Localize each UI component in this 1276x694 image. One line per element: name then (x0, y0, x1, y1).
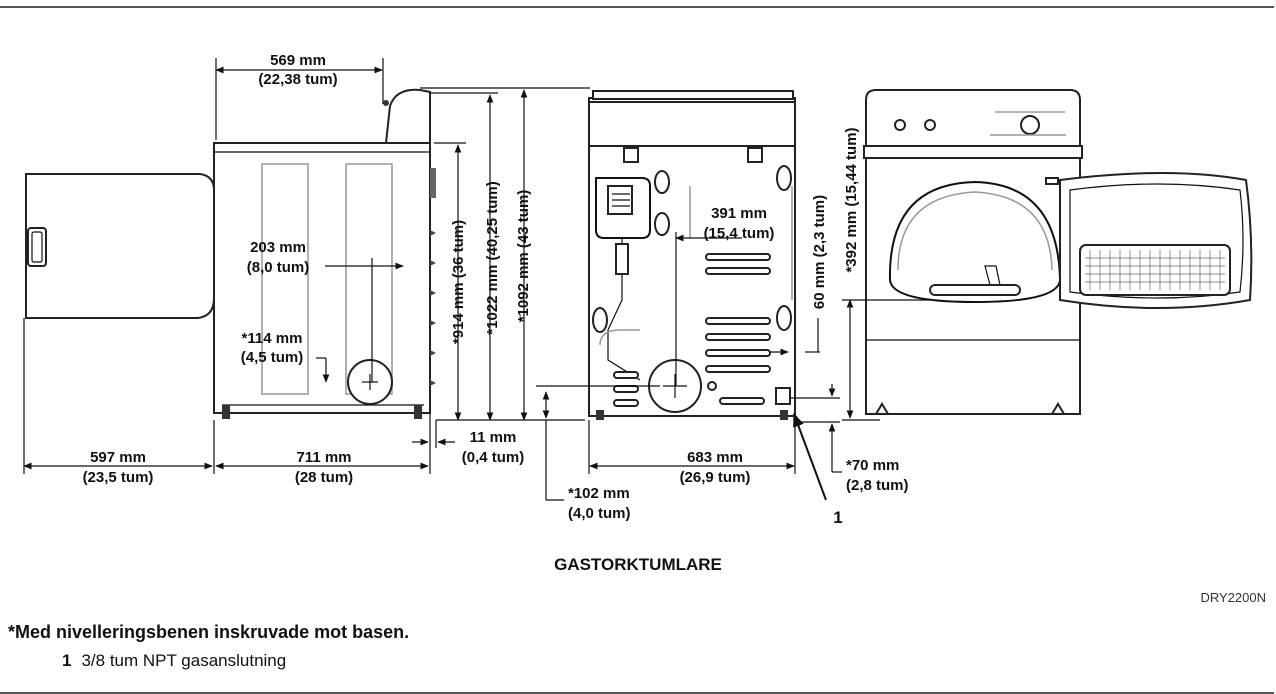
dim-11-mm: 11 mm (470, 429, 517, 446)
legend-number: 1 (62, 651, 72, 670)
footnote: *Med nivelleringsbenen inskruvade mot ba… (8, 622, 410, 642)
side-console (384, 88, 431, 144)
door-filter-grid (1079, 244, 1231, 296)
dim-392: *392 mm (15,44 tum) (843, 127, 860, 272)
front-console (865, 89, 1081, 147)
back-view (588, 90, 796, 420)
dim-60: 60 mm (2,3 tum) (811, 195, 828, 309)
dim-597-tum: (23,5 tum) (83, 469, 154, 486)
callout-number: 1 (833, 508, 842, 527)
dim-569-tum: (22,38 tum) (258, 71, 337, 88)
gas-connection-icon (775, 387, 791, 405)
dim-391-mm: 391 mm (711, 205, 767, 222)
dim-711-tum: (28 tum) (295, 469, 353, 486)
dim-711-mm: 711 mm (296, 449, 351, 466)
dim-70-mm: *70 mm (846, 457, 899, 474)
dim-203-mm: 203 mm (250, 239, 306, 256)
dim-203-tum: (8,0 tum) (247, 259, 310, 276)
knob-icon (894, 119, 906, 131)
dim-914: *914 mm (36 tum) (450, 220, 467, 344)
dim-114-tum: (4,5 tum) (241, 349, 304, 366)
side-view (25, 88, 436, 419)
dim-102-mm: *102 mm (568, 485, 630, 502)
door-handle-icon (27, 227, 47, 267)
side-door-shape (25, 173, 215, 319)
dim-1022: *1022 mm (40,25 tum) (484, 181, 501, 334)
dim-597-mm: 597 mm (90, 449, 146, 466)
dim-683-mm: 683 mm (687, 449, 743, 466)
knob-icon (924, 119, 936, 131)
dim-70-tum: (2,8 tum) (846, 477, 909, 494)
door-opening (888, 180, 1062, 304)
front-view (863, 89, 1253, 415)
cycle-dial-icon (1020, 115, 1040, 135)
dim-569-mm: 569 mm (270, 52, 326, 69)
diagram-title: GASTORKTUMLARE (554, 555, 722, 574)
callout-leader-line (793, 412, 827, 501)
dim-683-tum: (26,9 tum) (680, 469, 751, 486)
side-cabinet (213, 142, 431, 414)
dim-11-tum: (0,4 tum) (462, 449, 525, 466)
lint-filter (929, 284, 1021, 296)
back-top-panel (588, 101, 796, 147)
legend-text: 3/8 tum NPT gasanslutning (81, 651, 287, 670)
dim-1092: *1092 mm (43 tum) (515, 190, 532, 323)
figure-code: DRY2200N (1200, 590, 1266, 605)
legend-item: 1 3/8 tum NPT gasanslutning (62, 651, 286, 671)
dim-114-mm: *114 mm (242, 330, 303, 347)
dim-391-tum: (15,4 tum) (704, 225, 775, 242)
dim-102-tum: (4,0 tum) (568, 505, 631, 522)
